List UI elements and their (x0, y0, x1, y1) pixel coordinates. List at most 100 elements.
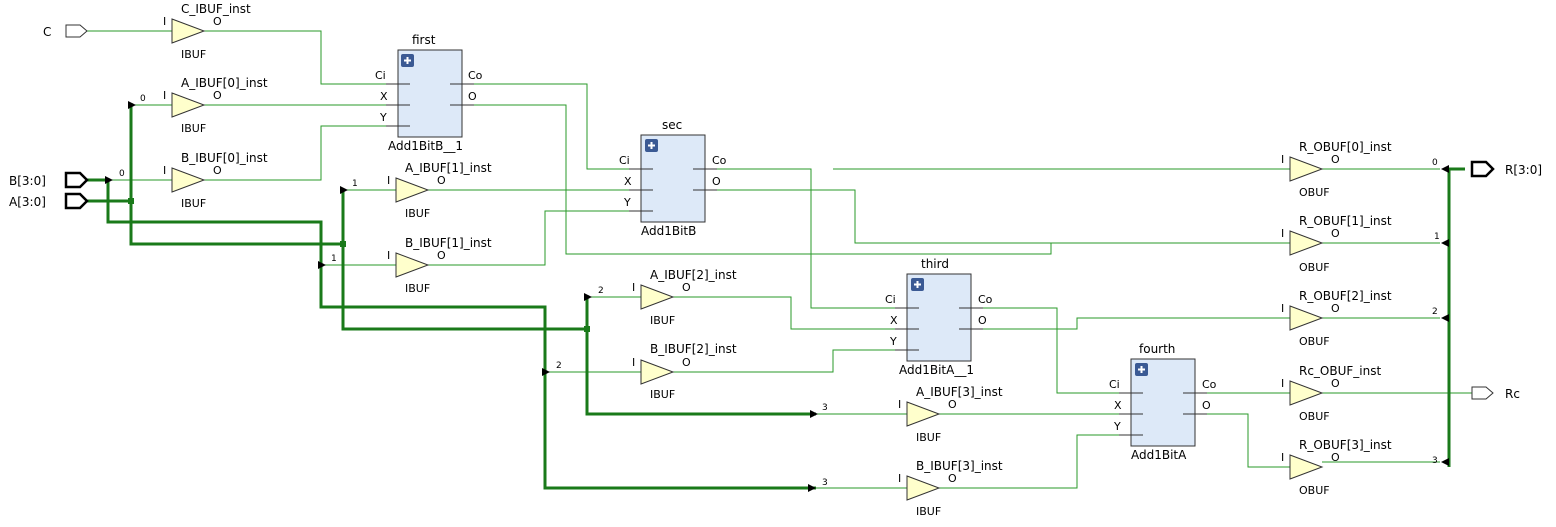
port-r-label: R[3:0] (1505, 163, 1542, 177)
buffer-rc-obuf[interactable]: Rc_OBUF_inst I O OBUF (1281, 364, 1381, 423)
net-a2-ibuf-out[interactable] (673, 296, 907, 330)
net-third-o[interactable] (971, 317, 1290, 330)
net-fourth-o[interactable] (1195, 413, 1290, 468)
pin-x: X (624, 175, 632, 188)
net-c-ibuf-out[interactable] (204, 30, 398, 85)
bus-index-b2: 2 (556, 361, 562, 371)
buffer-triangle-icon (171, 92, 206, 118)
port-b-shape[interactable] (64, 171, 89, 189)
buffer-b3-ibuf[interactable]: B_IBUF[3]_inst I O IBUF (898, 459, 1003, 518)
block-pin-stubs (895, 307, 983, 351)
buffer-type: IBUF (650, 314, 675, 327)
blocks: first Ci X Y Co O Add1BitB__1 sec Ci X (375, 33, 1217, 462)
pin-o: O (978, 314, 987, 327)
bus-index-r3: 3 (1432, 456, 1438, 466)
net-sec-o[interactable] (705, 189, 1051, 244)
buffer-r1-obuf[interactable]: R_OBUF[1]_inst I O OBUF (1281, 214, 1392, 274)
block-sec[interactable]: sec Ci X Y Co O Add1BitB (619, 118, 727, 238)
tap-arrow-r2 (1441, 314, 1449, 322)
buffer-r0-obuf[interactable]: R_OBUF[0]_inst I O OBUF (1281, 140, 1392, 199)
buffer-r2-obuf[interactable]: R_OBUF[2]_inst I O OBUF (1281, 289, 1392, 348)
net-sec-co[interactable] (705, 168, 907, 309)
buffer-pin-out: O (437, 249, 446, 262)
net-first-co[interactable] (462, 83, 641, 170)
buffer-triangle-icon (906, 475, 941, 501)
buffer-name: Rc_OBUF_inst (1299, 364, 1381, 378)
buffer-pin-out: O (1331, 302, 1340, 315)
expand-plus-icon[interactable] (645, 139, 658, 152)
buffer-pin-in: I (163, 89, 166, 102)
junction-a1 (340, 241, 346, 247)
net-first-o[interactable] (462, 104, 1290, 255)
buffer-a0-ibuf[interactable]: A_IBUF[0]_inst I O IBUF (163, 76, 268, 135)
buffer-b0-ibuf[interactable]: B_IBUF[0]_inst I O IBUF (163, 151, 268, 210)
block-third[interactable]: third Ci X Y Co O Add1BitA__1 (885, 257, 993, 377)
block-pin-stubs (629, 168, 717, 212)
buffer-r3-obuf[interactable]: R_OBUF[3]_inst I O OBUF (1281, 438, 1392, 497)
bus-b[interactable] (87, 178, 816, 490)
tap-arrow-r0 (1441, 165, 1449, 173)
bus-index-r1: 1 (1434, 232, 1440, 242)
buffer-pin-in: I (163, 164, 166, 177)
buffer-pin-in: I (898, 398, 901, 411)
expand-plus-icon[interactable] (1135, 363, 1148, 376)
buffer-pin-in: I (1281, 451, 1284, 464)
net-b0-ibuf-out[interactable] (204, 125, 398, 181)
pin-x: X (890, 314, 898, 327)
tap-arrow-b1 (318, 261, 326, 269)
buffer-b2-ibuf[interactable]: B_IBUF[2]_inst I O IBUF (632, 342, 737, 401)
bus-index-a3: 3 (822, 403, 828, 413)
expand-plus-icon[interactable] (911, 278, 924, 291)
block-fourth[interactable]: fourth Ci X Y Co O Add1BitA (1109, 342, 1217, 462)
buffer-triangle-icon (1289, 454, 1324, 480)
block-pin-stubs (1119, 392, 1207, 436)
buffer-type: IBUF (650, 388, 675, 401)
block-cell: Add1BitA (1131, 448, 1187, 462)
buffer-name: B_IBUF[0]_inst (181, 151, 268, 165)
net-b1-ibuf-out[interactable] (428, 210, 641, 266)
port-c-shape[interactable] (65, 24, 88, 38)
buffer-triangle-icon (640, 359, 675, 385)
buffer-a2-ibuf[interactable]: A_IBUF[2]_inst I O IBUF (632, 268, 737, 327)
tap-arrow-b0 (105, 176, 113, 184)
bus-index-r0: 0 (1432, 158, 1438, 168)
buffer-a1-ibuf[interactable]: A_IBUF[1]_inst I O IBUF (387, 161, 492, 220)
block-first[interactable]: first Ci X Y Co O Add1BitB__1 (375, 33, 483, 153)
pin-y: Y (623, 196, 631, 209)
pin-o: O (712, 175, 721, 188)
buffer-pin-in: I (1281, 377, 1284, 390)
net-b3-ibuf-out[interactable] (939, 434, 1131, 489)
pin-x: X (380, 90, 388, 103)
buffer-a3-ibuf[interactable]: A_IBUF[3]_inst I O IBUF (898, 385, 1003, 444)
bus-tap-arrows (105, 101, 1449, 492)
buffer-pin-in: I (163, 15, 166, 28)
buffer-pin-in: I (387, 174, 390, 187)
buffer-pin-out: O (1331, 451, 1340, 464)
port-a-shape[interactable] (64, 192, 89, 210)
junctions (128, 198, 590, 332)
buffer-type: OBUF (1299, 335, 1330, 348)
buffer-type: IBUF (181, 197, 206, 210)
buffer-name: R_OBUF[2]_inst (1299, 289, 1392, 303)
tap-arrow-a3 (810, 410, 818, 418)
buffer-b1-ibuf[interactable]: B_IBUF[1]_inst I O IBUF (387, 236, 492, 295)
bus-indices: 0 0 1 1 2 2 3 3 0 1 2 3 (119, 94, 1440, 488)
buffer-triangle-icon (1289, 380, 1324, 406)
port-r-shape[interactable] (1470, 160, 1495, 178)
buffer-pin-out: O (437, 174, 446, 187)
block-title: sec (662, 118, 682, 132)
port-rc-shape[interactable] (1471, 386, 1494, 400)
buffer-c-ibuf[interactable]: C_IBUF_inst I O IBUF (163, 2, 251, 61)
expand-plus-icon[interactable] (401, 54, 414, 67)
buffer-type: IBUF (916, 505, 941, 518)
buffer-type: OBUF (1299, 186, 1330, 199)
block-cell: Add1BitB (641, 224, 696, 238)
net-third-co[interactable] (971, 307, 1131, 394)
pin-co: Co (978, 293, 993, 306)
net-b2-ibuf-out[interactable] (673, 349, 907, 373)
pin-y: Y (379, 111, 387, 124)
buffer-pin-out: O (213, 89, 222, 102)
bus-r[interactable] (1447, 167, 1465, 467)
pin-y: Y (889, 335, 897, 348)
